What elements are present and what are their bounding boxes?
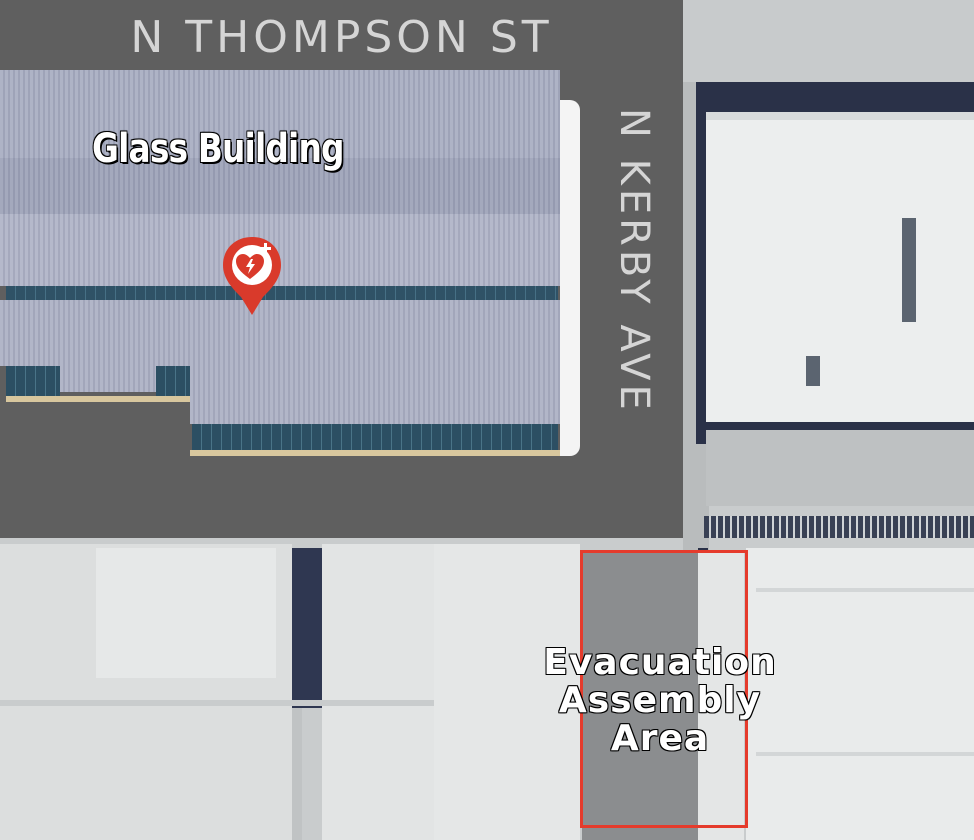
- building-roof-section: [0, 214, 560, 286]
- building-roof-section: [0, 300, 560, 366]
- building-east-facade: [560, 100, 580, 456]
- evacuation-area-boundary: [580, 550, 748, 828]
- glass-facade: [192, 424, 558, 450]
- street-label-north: N THOMPSON ST: [130, 12, 553, 63]
- roof-seam: [756, 752, 974, 756]
- evacuation-label-line: Assembly: [558, 680, 762, 721]
- roof-vent: [806, 356, 820, 386]
- glass-facade: [156, 366, 190, 396]
- building-name-label: Glass Building: [92, 126, 344, 172]
- evacuation-label-line: Area: [610, 718, 710, 759]
- south-building-roof: [434, 544, 580, 840]
- building-wall-shadow: [292, 548, 322, 708]
- parking-area-northeast: [683, 0, 974, 82]
- building-roof-section: [190, 366, 560, 424]
- roof-seam: [756, 588, 974, 592]
- street-label-east: N KERBY AVE: [611, 108, 657, 414]
- south-building-roof: [322, 544, 434, 840]
- building-roof-section: [0, 70, 560, 158]
- glass-facade: [6, 366, 60, 396]
- building-roof-section: [60, 366, 156, 392]
- evacuation-area-label: Evacuation Assembly Area: [490, 644, 830, 758]
- assembly-area-ground: [582, 552, 698, 840]
- east-building-edge: [706, 112, 974, 120]
- building-roof-section: [0, 158, 560, 214]
- roof-vent: [902, 218, 916, 322]
- assembly-area-edge: [698, 552, 744, 840]
- east-building-roof: [706, 116, 974, 422]
- building-ledge: [190, 450, 560, 456]
- parking-lot: [706, 430, 974, 506]
- evacuation-label-line: Evacuation: [543, 642, 777, 683]
- building-ledge: [6, 396, 190, 402]
- southeast-building-roof: [746, 548, 974, 840]
- southeast-building-edge: [704, 516, 974, 538]
- aed-heart-icon[interactable]: [221, 235, 283, 317]
- skylight-strip: [6, 286, 558, 300]
- roof-gap: [0, 700, 434, 706]
- roof-gap: [292, 708, 302, 840]
- southwest-building-section: [96, 548, 276, 678]
